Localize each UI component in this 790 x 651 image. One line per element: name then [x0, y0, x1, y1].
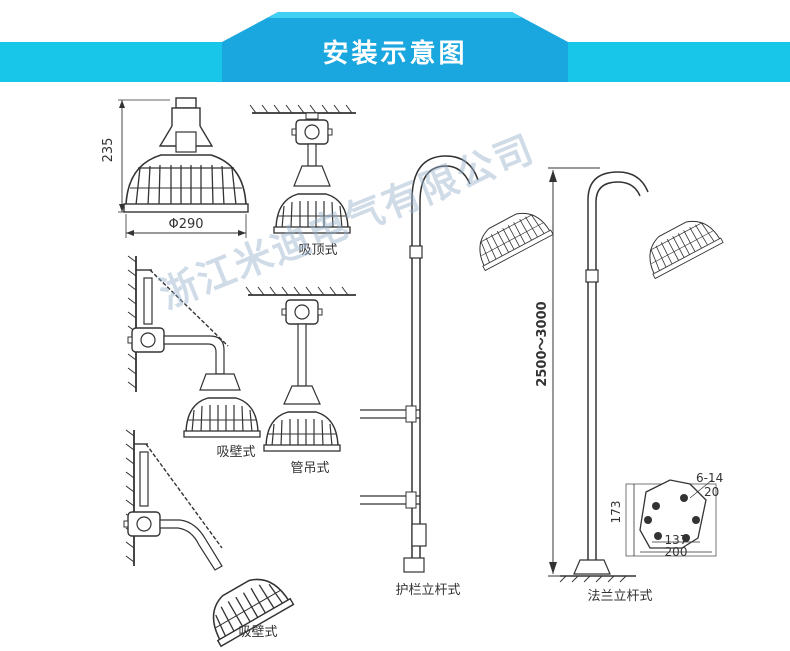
label-guardrail-pole: 护栏立杆式 — [395, 583, 460, 598]
ceiling-mount-drawing — [249, 104, 356, 234]
flange-plate-detail — [625, 479, 717, 557]
flange-pole-drawing — [548, 167, 724, 583]
label-wall-mount-1: 吸壁式 — [216, 445, 255, 460]
header-banner-tab — [222, 12, 568, 82]
page-title: 安装示意图 — [322, 39, 468, 69]
label-ceiling-mount: 吸顶式 — [298, 243, 337, 258]
dim-flange-holes: 6-14 — [696, 471, 723, 485]
dim-lamp-diameter: Φ290 — [168, 217, 203, 232]
guardrail-pole-drawing — [360, 155, 554, 573]
dim-flange-outer: 200 — [665, 545, 688, 559]
wall-mount-2-drawing — [123, 429, 295, 648]
label-pendant-mount: 管吊式 — [290, 461, 329, 476]
label-flange-pole: 法兰立杆式 — [587, 589, 652, 604]
label-wall-mount-2: 吸壁式 — [238, 625, 277, 640]
dim-flange-height: 173 — [609, 501, 623, 524]
dim-lamp-height: 235 — [101, 138, 116, 163]
dim-flange-inner: 137 — [665, 533, 688, 547]
pendant-mount-drawing — [245, 286, 356, 452]
wall-mount-1-drawing — [127, 255, 261, 438]
dimensioned-lamp-drawing — [118, 97, 249, 238]
dim-pole-height: 2500～3000 — [535, 301, 550, 386]
dim-flange-thickness: 20 — [704, 485, 719, 499]
